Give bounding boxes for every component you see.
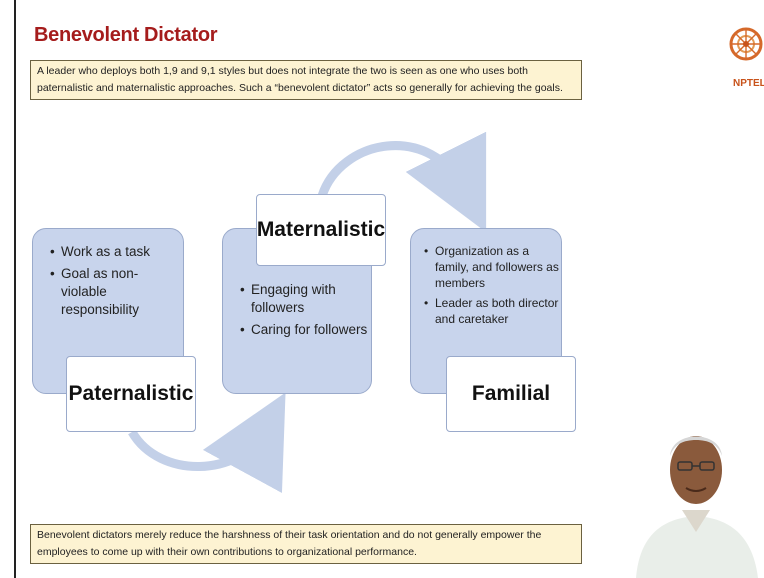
arrow-maternal-to-familial <box>317 131 487 233</box>
presenter-video <box>628 400 764 578</box>
paternalistic-item: Work as a task <box>50 243 183 261</box>
maternalistic-item: Caring for followers <box>240 321 371 339</box>
familial-item: Leader as both director and caretaker <box>424 295 561 327</box>
familial-item: Organization as a family, and followers … <box>424 243 561 291</box>
maternalistic-label: Maternalistic <box>256 194 386 266</box>
left-border-line <box>14 0 16 578</box>
maternalistic-item: Engaging with followers <box>240 281 371 317</box>
paternalistic-label: Paternalistic <box>66 356 196 432</box>
intro-callout: A leader who deploys both 1,9 and 9,1 st… <box>30 60 582 100</box>
nptel-logo-text: NPTEL <box>733 78 764 89</box>
familial-label: Familial <box>446 356 576 432</box>
paternalistic-item: Goal as non-violable responsibility <box>50 265 183 319</box>
slide-title: Benevolent Dictator <box>34 24 218 46</box>
arrow-paternal-to-maternal <box>128 392 286 494</box>
nptel-wheel-icon <box>729 27 763 61</box>
conclusion-callout: Benevolent dictators merely reduce the h… <box>30 524 582 564</box>
